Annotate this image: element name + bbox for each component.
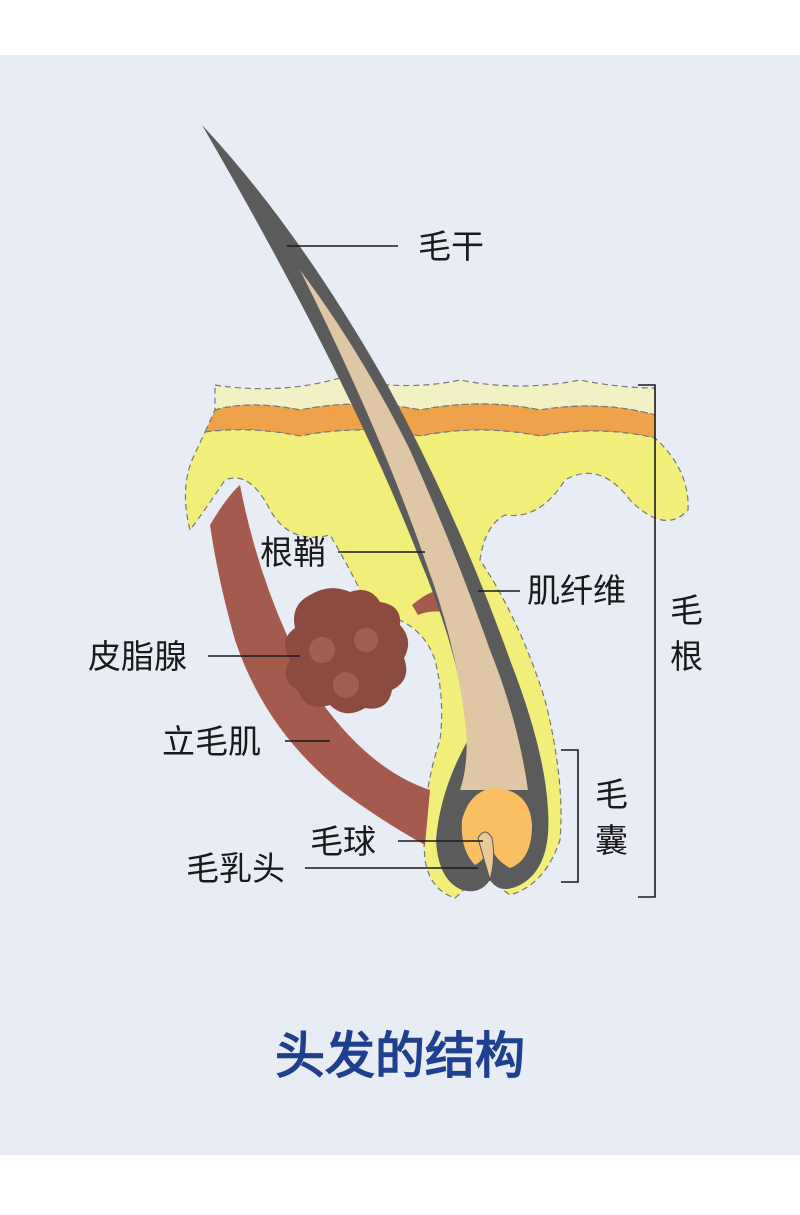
label-hair-shaft: 毛干 bbox=[418, 227, 484, 266]
label-follicle-1: 毛 bbox=[595, 775, 628, 814]
label-hair-bulb: 毛球 bbox=[310, 822, 376, 861]
label-hair-root-2: 根 bbox=[670, 637, 703, 676]
dermal-papilla bbox=[477, 831, 495, 882]
gland-cell bbox=[309, 637, 335, 663]
dermis-layer bbox=[184, 429, 689, 899]
arrector-pili-muscle bbox=[210, 485, 430, 845]
sebaceous-gland bbox=[285, 588, 409, 714]
label-dermal-papilla: 毛乳头 bbox=[186, 849, 285, 888]
label-muscle-fiber: 肌纤维 bbox=[527, 571, 626, 610]
bracket-follicle bbox=[561, 749, 579, 883]
hair-core bbox=[300, 270, 528, 790]
hair-bulb bbox=[461, 788, 532, 868]
label-follicle-2: 囊 bbox=[595, 821, 628, 860]
bracket-hair-root bbox=[638, 384, 656, 898]
label-arrector-pili: 立毛肌 bbox=[162, 722, 261, 761]
label-root-sheath: 根鞘 bbox=[260, 533, 326, 572]
label-sebaceous-gland: 皮脂腺 bbox=[88, 637, 187, 676]
gland-cell bbox=[354, 628, 378, 652]
label-hair-root-1: 毛 bbox=[670, 591, 703, 630]
gland-cell bbox=[333, 672, 359, 698]
diagram-title: 头发的结构 bbox=[275, 1027, 525, 1085]
